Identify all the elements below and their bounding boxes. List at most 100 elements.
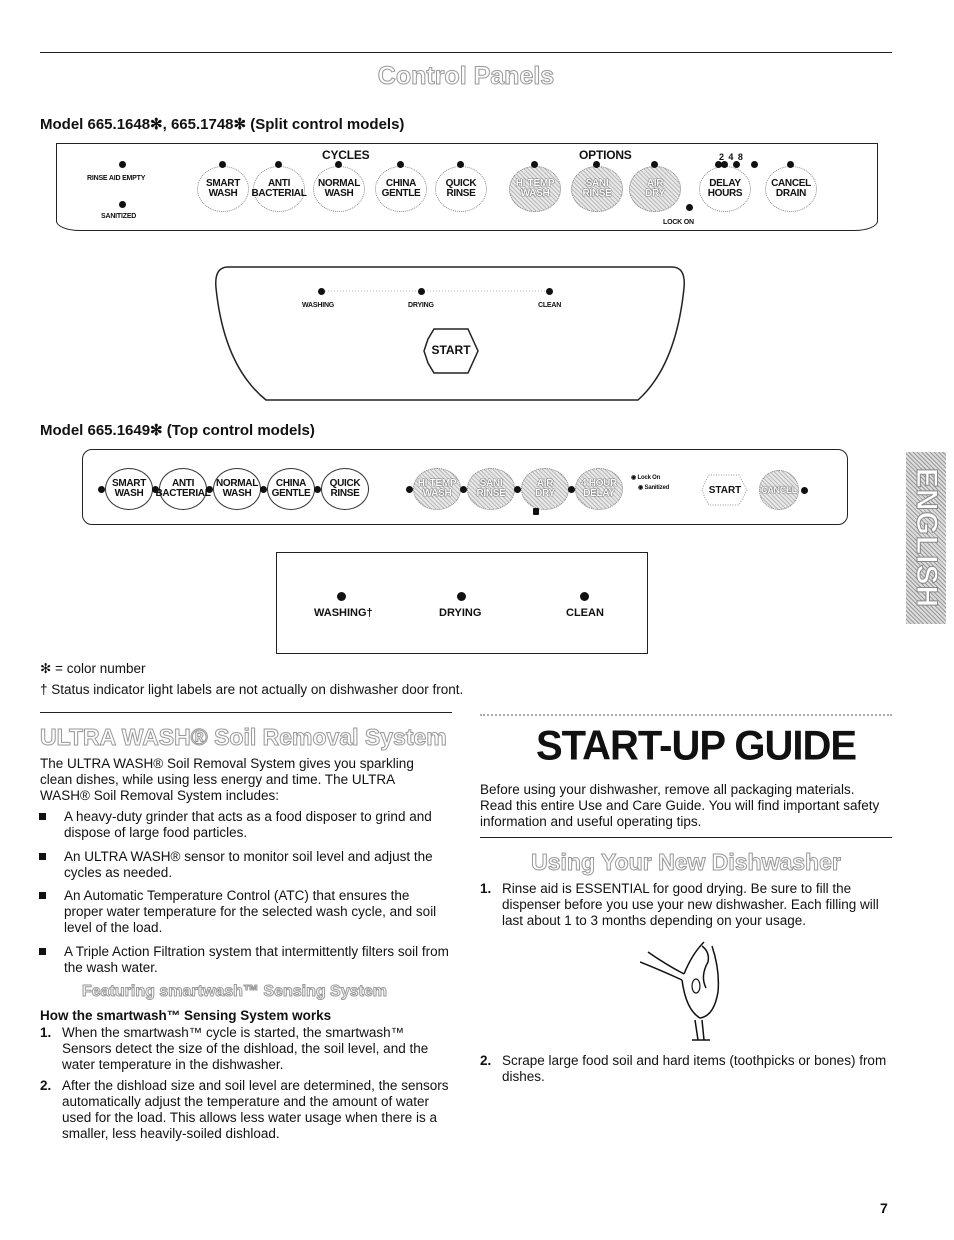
step-number: 2. — [480, 1053, 492, 1068]
button-line-2: Gentle — [381, 188, 421, 199]
split-button-light — [397, 161, 404, 168]
split-button-light — [275, 161, 282, 168]
split-button-light — [219, 161, 226, 168]
button-line-1: Hi Temp — [515, 178, 555, 189]
step-number: 2. — [40, 1078, 52, 1093]
language-side-tab: ENGLISH — [906, 452, 946, 624]
top-cycle-button[interactable]: QuickRinse — [321, 468, 369, 510]
list-item: An ULTRA WASH® sensor to monitor soil le… — [39, 849, 449, 881]
startup-intro: Before using your dishwasher, remove all… — [480, 782, 880, 829]
top-cycle-button[interactable]: AntiBacterial — [155, 468, 211, 510]
top-button-light — [206, 486, 213, 493]
top-button-light — [152, 486, 159, 493]
split-button-light — [457, 161, 464, 168]
bullet-square — [39, 813, 46, 820]
button-line-1: Delay — [709, 178, 741, 189]
top-start-button[interactable] — [699, 472, 751, 508]
split-cycle-button[interactable]: AntiBacterial — [251, 166, 307, 212]
top-cycle-button[interactable]: SmartWash — [105, 468, 153, 510]
top-clean-light — [580, 592, 589, 601]
button-line-2: Bacterial — [155, 488, 211, 499]
split-button-light — [651, 161, 658, 168]
split-cycle-button[interactable]: AirDry — [629, 166, 681, 212]
bullet-square — [39, 948, 46, 955]
split-cycle-button[interactable]: ChinaGentle — [375, 166, 427, 212]
top-cycle-button[interactable]: ChinaGentle — [267, 468, 315, 510]
top-drying-light — [457, 592, 466, 601]
lock-on-light — [686, 204, 693, 211]
button-line-2: Rinse — [330, 488, 360, 499]
ultra-wash-title: ULTRA WASH® Soil Removal System — [40, 724, 448, 751]
button-line-2: Wash — [208, 188, 238, 199]
start-button[interactable] — [420, 325, 482, 377]
split-button-light — [531, 161, 538, 168]
split-cycle-button[interactable]: NormalWash — [313, 166, 365, 212]
split-status-panel — [215, 266, 685, 401]
button-line-2: Hours — [707, 188, 743, 199]
button-line-1: Sani — [479, 478, 503, 489]
lock-icon — [533, 508, 539, 515]
top-lock-on-text: Lock On — [637, 475, 661, 481]
top-button-light — [406, 486, 413, 493]
button-line-2: Rinse — [582, 188, 612, 199]
top-button-light — [260, 486, 267, 493]
ultra-wash-intro: The ULTRA WASH® Soil Removal System give… — [40, 756, 414, 803]
top-start-label: Start — [708, 485, 742, 496]
button-line-1: Smart — [205, 178, 241, 189]
split-control-panel: Cycles Options 2 4 8 Rinse Aid Empty San… — [56, 143, 878, 231]
clean-light — [546, 288, 553, 295]
sanitized-dot-glyph: ◉ — [638, 485, 645, 491]
top-cycle-button[interactable]: Hi TempWash — [413, 468, 461, 510]
split-cycle-button[interactable]: Hi TempWash — [509, 166, 561, 212]
top-button-light — [98, 486, 105, 493]
button-line-2: Wash — [422, 488, 452, 499]
button-line-2: Wash — [222, 488, 252, 499]
button-line-1: Quick — [445, 178, 477, 189]
split-cycle-button[interactable]: DelayHours — [699, 166, 751, 212]
color-number-note: ✻ = color number — [40, 661, 146, 676]
top-status-panel — [276, 552, 648, 654]
top-cycle-button[interactable]: NormalWash — [213, 468, 261, 510]
split-cycle-button[interactable]: CancelDrain — [765, 166, 817, 212]
top-sanitized-label: ◉ Sanitized — [638, 484, 669, 491]
button-line-2: Dry — [645, 188, 665, 199]
bullet-text: An ULTRA WASH® sensor to monitor soil le… — [64, 849, 433, 880]
side-tab-label: ENGLISH — [910, 467, 944, 609]
featuring-title: Featuring smartwash™ Sensing System — [82, 983, 388, 1001]
bullet-text: An Automatic Temperature Control (ATC) t… — [64, 888, 437, 935]
button-line-1: Cancel — [771, 178, 811, 189]
button-line-1: Smart — [111, 478, 147, 489]
button-line-1: China — [385, 178, 417, 189]
split-cycle-button[interactable]: SmartWash — [197, 166, 249, 212]
rinse-aid-light — [119, 161, 126, 168]
button-line-2: Gentle — [271, 488, 311, 499]
top-drying-label: Drying — [439, 607, 482, 619]
button-line-1: China — [275, 478, 307, 489]
bullet-text: A Triple Action Filtration system that i… — [64, 944, 449, 975]
top-model-heading: Model 665.1649✻ (Top control models) — [40, 422, 315, 439]
button-line-2: Rinse — [476, 488, 506, 499]
split-button-light — [721, 161, 728, 168]
top-cycle-button[interactable]: 4 HourDelay — [575, 468, 623, 510]
top-cancel-button[interactable]: Cancel — [759, 470, 799, 510]
sanitized-light — [119, 201, 126, 208]
button-line-1: Anti — [267, 178, 291, 189]
button-line-2: Wash — [520, 188, 550, 199]
top-button-light — [514, 486, 521, 493]
top-washing-label: Washing† — [314, 607, 373, 619]
top-cycle-button[interactable]: AirDry — [521, 468, 569, 510]
top-control-panel: SmartWashAntiBacterialNormalWashChinaGen… — [82, 449, 848, 525]
top-clean-label: Clean — [566, 607, 604, 619]
rinse-aid-label: Rinse Aid Empty — [87, 175, 146, 182]
bullet-text: A heavy-duty grinder that acts as a food… — [64, 809, 432, 840]
split-model-heading: Model 665.1648✻, 665.1748✻ (Split contro… — [40, 116, 405, 133]
step-text: When the smartwash™ cycle is started, th… — [62, 1025, 429, 1072]
options-group-label: Options — [579, 148, 632, 162]
drying-label: Drying — [408, 302, 434, 309]
hours-numbers: 2 4 8 — [719, 152, 743, 162]
top-button-light — [314, 486, 321, 493]
split-button-light — [593, 161, 600, 168]
split-cycle-button[interactable]: SaniRinse — [571, 166, 623, 212]
split-cycle-button[interactable]: QuickRinse — [435, 166, 487, 212]
top-cycle-button[interactable]: SaniRinse — [467, 468, 515, 510]
